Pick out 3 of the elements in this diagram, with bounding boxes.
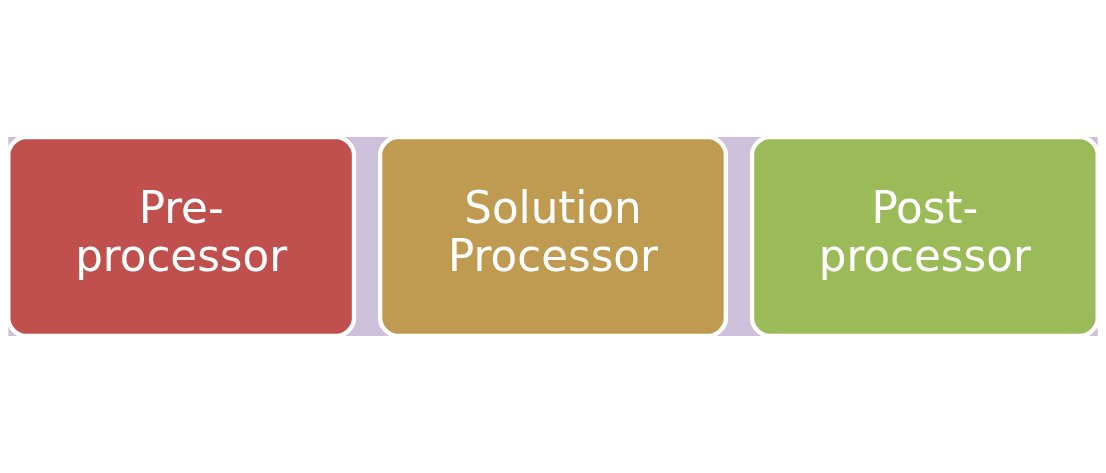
node-box: Solution Processor <box>377 137 729 336</box>
node-box: Pre-processor <box>8 137 357 336</box>
node-box: Post-processor <box>749 137 1098 336</box>
